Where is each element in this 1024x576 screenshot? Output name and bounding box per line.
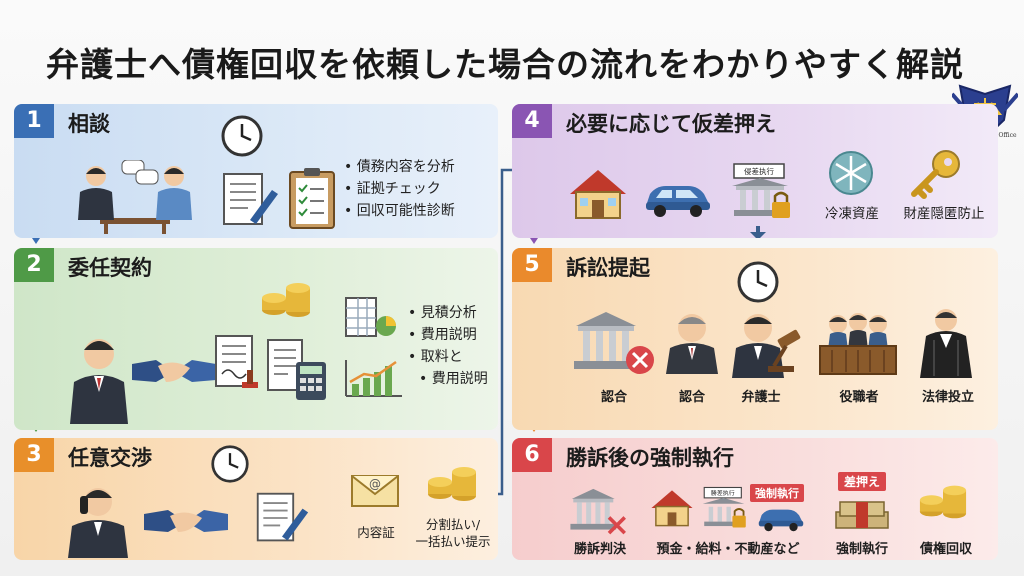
step-4-label: 冷凍資産 (825, 206, 879, 222)
step-title: 必要に応じて仮差押え (566, 112, 776, 136)
step-number: 3 (14, 438, 54, 472)
judges-bench-icon (819, 313, 897, 375)
courthouse-lock-icon: 侵差执行 (732, 163, 790, 218)
document-pen-icon (256, 492, 309, 542)
page-title: 弁護士へ債権回収を依頼した場合の流れをわかりやすく解説 (46, 45, 964, 84)
step-6-label: 強制執行 (835, 542, 888, 557)
step-5-label: 役職者 (839, 390, 879, 405)
step-4-panel: 4 必要に応じて仮差押え 侵差执行 冷凍資産 (512, 104, 998, 238)
step-title: 委任契約 (68, 256, 152, 280)
svg-text:@: @ (369, 477, 381, 491)
handshake-icon (132, 360, 216, 382)
car-icon (646, 186, 710, 217)
coins-stack-icon (919, 485, 967, 519)
clock-icon (737, 261, 779, 303)
step-title: 相談 (68, 112, 110, 136)
courthouse-reject-icon (570, 488, 626, 535)
step-5-label: 弁護士 (741, 390, 781, 405)
step-5-panel: 5 訴訟提起 認合 認合 弁護士 (512, 248, 998, 430)
coins-stack-icon (428, 467, 476, 501)
spreadsheet-chart-icon (345, 297, 396, 337)
bullet-item: 債務内容を分析 (344, 156, 455, 178)
envelope-icon: @ (351, 475, 399, 507)
step-title: 任意交渉 (68, 446, 152, 470)
calculator-receipt-icon (267, 339, 326, 400)
cash-bundle-icon (835, 501, 889, 529)
step-6-panel: 6 勝訴後の強制執行 勝訴判決 勝差执行 強制執行 (512, 438, 998, 560)
contract-stamp-icon (215, 335, 258, 388)
judge-robe-icon (920, 309, 972, 378)
snowflake-icon (829, 151, 873, 195)
step-5-label: 法律投立 (921, 390, 974, 405)
step-5-label: 認合 (600, 390, 627, 405)
step-6-label: 債権回収 (919, 542, 972, 557)
step-1-bullets: 債務内容を分析 証拠チェック 回収可能性診断 (344, 156, 455, 222)
coins-stack-icon (262, 283, 310, 317)
step-3-label: 内容証 (357, 525, 395, 540)
house-icon (570, 170, 626, 219)
phone-person-icon (68, 488, 128, 558)
step-title: 訴訟提起 (566, 256, 650, 280)
courthouse-reject-icon (574, 312, 654, 374)
house-icon (651, 490, 693, 527)
lawyer-gavel-icon (732, 314, 801, 378)
bullet-item: 費用説明 (408, 324, 488, 346)
clock-icon (221, 115, 263, 157)
checklist-icon (289, 168, 335, 229)
step-number: 5 (512, 248, 552, 282)
step-2-bullets: 見積分析 費用説明 取料と 費用説明 (408, 302, 488, 390)
step-6-label: 預金・給料・不動産など (656, 542, 800, 557)
growth-chart-icon (345, 360, 402, 397)
clock-icon (211, 445, 249, 483)
bullet-item: 取料と (408, 346, 488, 368)
bullet-item: 見積分析 (408, 302, 488, 324)
arrow-down-icon (750, 226, 766, 238)
bullet-continuation: 費用説明 (408, 368, 488, 390)
bullet-item: 回収可能性診断 (344, 200, 455, 222)
consultation-people-icon (78, 160, 192, 234)
step-3-panel: 3 任意交渉 @ 内容証 (14, 438, 498, 560)
step-4-label: 財産隠匿防止 (903, 206, 985, 222)
step-number: 1 (14, 104, 54, 138)
sign-text: 侵差执行 (744, 166, 774, 176)
handshake-icon (144, 510, 228, 532)
key-icon (911, 150, 960, 199)
step-6-label: 勝訴判決 (573, 542, 626, 557)
document-pen-icon (223, 173, 278, 225)
step-title: 勝訴後の強制執行 (566, 446, 734, 470)
label-line: 分割払い/ (425, 517, 481, 532)
judge-person-icon (666, 314, 718, 374)
label-line: 一括払い提示 (415, 534, 491, 549)
lawyer-person-icon (70, 339, 128, 424)
courthouse-lock-icon: 勝差执行 (702, 486, 746, 528)
car-icon (758, 509, 804, 532)
step-3-label: 分割払い/ 一括払い提示 (408, 516, 498, 550)
step-number: 4 (512, 104, 552, 138)
step-2-panel: 2 委任契約 (14, 248, 498, 430)
seizure-tag: 差押え (838, 472, 887, 491)
step-5-label: 認合 (678, 390, 705, 405)
step-1-panel: 1 相談 債務内容を分析 (14, 104, 498, 238)
enforcement-tag: 強制執行 (750, 484, 804, 502)
step-number: 6 (512, 438, 552, 472)
sign-text: 勝差执行 (711, 489, 735, 497)
step-number: 2 (14, 248, 54, 282)
bullet-item: 証拠チェック (344, 178, 455, 200)
